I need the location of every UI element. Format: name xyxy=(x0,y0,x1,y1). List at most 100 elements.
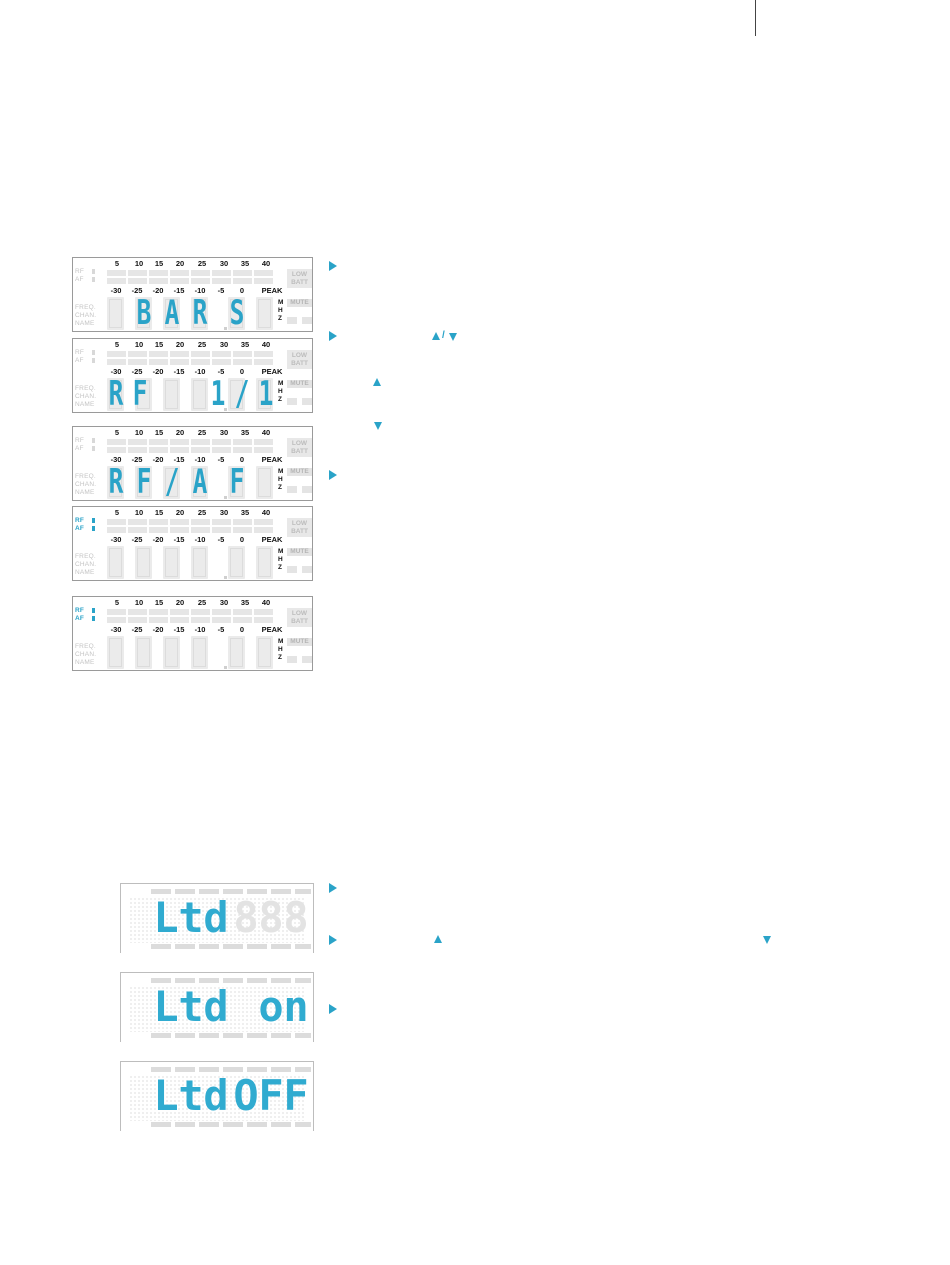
character-cell xyxy=(228,636,245,669)
meter-segment xyxy=(128,609,147,615)
meter-segment xyxy=(170,617,189,623)
scale-tick-label: 5 xyxy=(114,598,120,607)
meter-segment xyxy=(149,359,168,365)
down-button-icon xyxy=(374,422,382,430)
meter-segment xyxy=(149,519,168,525)
setting-character: O xyxy=(233,1071,259,1120)
mute-indicator: MUTE xyxy=(287,468,312,476)
character-cell xyxy=(163,378,180,411)
rf-indicator xyxy=(92,438,95,443)
meter-segment xyxy=(149,351,168,357)
ltd-character: d xyxy=(203,982,229,1031)
rf-indicator xyxy=(92,518,95,523)
mhz-letter: Z xyxy=(278,654,282,661)
af-indicator xyxy=(92,446,95,451)
af-label: AF xyxy=(75,276,84,283)
meter-segment xyxy=(191,447,210,453)
setting-character: o xyxy=(258,982,284,1031)
scale-tick-label: 20 xyxy=(175,598,185,607)
low-label: LOW xyxy=(291,440,308,447)
scale-tick-label: -30 xyxy=(110,625,122,634)
meter-segment xyxy=(254,351,273,357)
meter-segment xyxy=(191,527,210,533)
ltd-character: d xyxy=(203,893,229,942)
name-label: NAME xyxy=(75,569,95,576)
channel-indicator-1 xyxy=(287,486,297,493)
segment-strip xyxy=(151,889,311,894)
scale-tick-label: PEAK xyxy=(261,367,283,376)
display-character: R xyxy=(108,374,124,414)
meter-segment xyxy=(233,519,252,525)
character-cell xyxy=(163,466,180,499)
meter-segment xyxy=(107,439,126,445)
low-label: LOW xyxy=(291,610,308,617)
meter-segment xyxy=(212,270,231,276)
character-cell xyxy=(163,636,180,669)
meter-segment xyxy=(254,278,273,284)
mhz-letter: Z xyxy=(278,564,282,571)
scale-tick-label: PEAK xyxy=(261,455,283,464)
meter-segment xyxy=(233,270,252,276)
meter-segment xyxy=(191,617,210,623)
meter-segment xyxy=(107,519,126,525)
setting-character: F xyxy=(258,1071,284,1120)
ltd-character: L xyxy=(153,982,179,1031)
freq-label: FREQ. xyxy=(75,385,96,392)
character-cell xyxy=(256,466,273,499)
scale-tick-label: -30 xyxy=(110,535,122,544)
meter-segment xyxy=(128,270,147,276)
scale-tick-label: -15 xyxy=(173,367,185,376)
scale-tick-label: 20 xyxy=(175,340,185,349)
meter-segment xyxy=(107,447,126,453)
channel-indicator-1 xyxy=(287,398,297,405)
display-character: / xyxy=(164,462,180,502)
meter-segment xyxy=(233,278,252,284)
meter-segment xyxy=(254,527,273,533)
meter-segment xyxy=(254,447,273,453)
meter-segment xyxy=(107,527,126,533)
scale-tick-label: PEAK xyxy=(261,535,283,544)
meter-segment xyxy=(233,359,252,365)
meter-segment xyxy=(107,359,126,365)
meter-segment xyxy=(233,439,252,445)
freq-label: FREQ. xyxy=(75,553,96,560)
meter-segment xyxy=(254,439,273,445)
scale-tick-label: 15 xyxy=(154,508,164,517)
scale-tick-label: 35 xyxy=(240,598,250,607)
mhz-letter: H xyxy=(278,646,283,653)
scale-tick-label: -10 xyxy=(194,367,206,376)
scale-tick-label: -5 xyxy=(217,625,225,634)
scale-tick-label: 15 xyxy=(154,428,164,437)
meter-segment xyxy=(170,519,189,525)
ltd-character: t xyxy=(178,1071,204,1120)
setting-character: n xyxy=(283,982,309,1031)
meter-segment xyxy=(233,351,252,357)
scale-tick-label: 35 xyxy=(240,259,250,268)
character-cell xyxy=(191,636,208,669)
mhz-letter: Z xyxy=(278,315,282,322)
segment-strip xyxy=(151,1033,311,1038)
character-cell xyxy=(191,378,208,411)
meter-segment xyxy=(149,447,168,453)
meter-segment xyxy=(128,359,147,365)
display-character: F xyxy=(136,462,152,502)
up-button-icon xyxy=(373,378,381,386)
character-cell xyxy=(163,546,180,579)
scale-tick-label: -25 xyxy=(131,625,143,634)
meter-segment xyxy=(107,617,126,623)
decimal-point xyxy=(224,496,227,499)
meter-segment xyxy=(128,527,147,533)
scale-tick-label: 5 xyxy=(114,259,120,268)
scale-tick-label: 10 xyxy=(134,598,144,607)
name-label: NAME xyxy=(75,401,95,408)
scale-tick-label: 10 xyxy=(134,340,144,349)
character-cell xyxy=(135,378,152,411)
meter-segment xyxy=(149,527,168,533)
